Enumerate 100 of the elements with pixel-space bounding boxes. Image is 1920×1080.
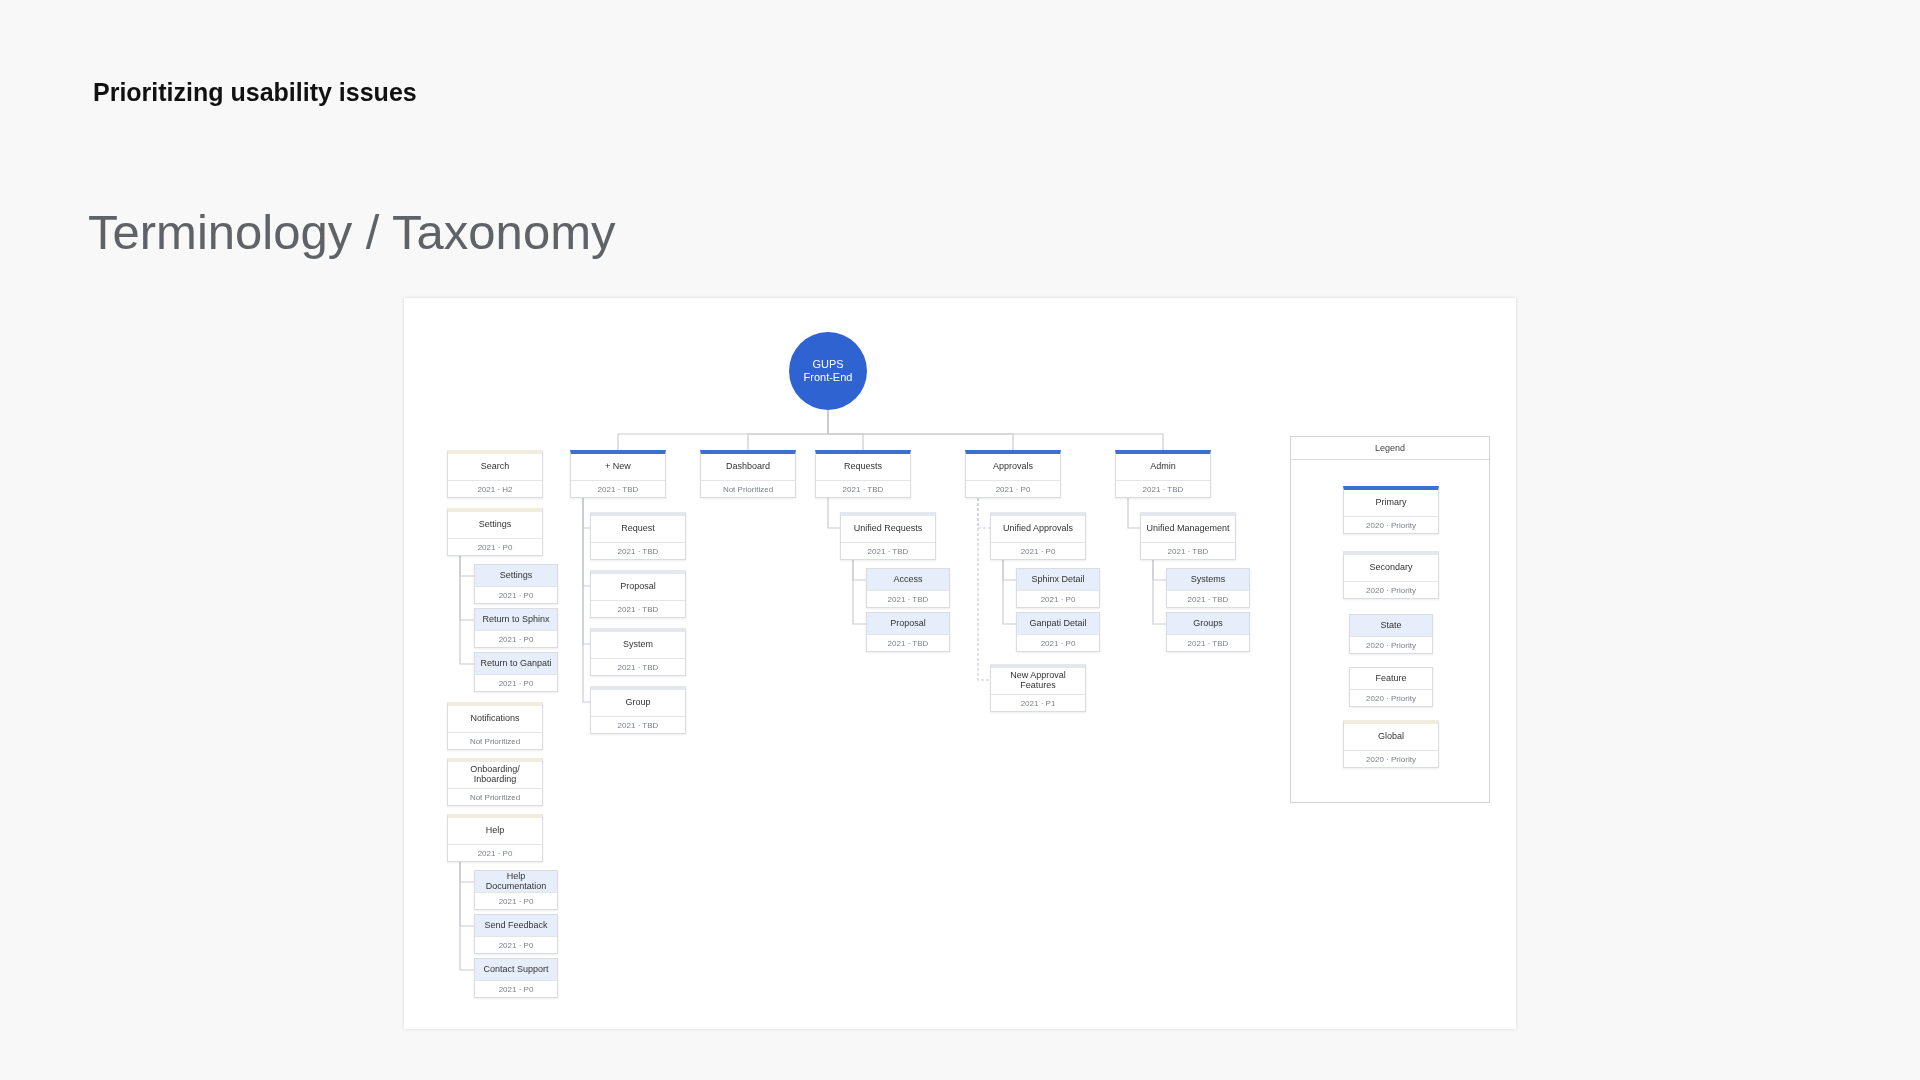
global-card — [1343, 720, 1439, 768]
card-title: New Approval Features — [991, 668, 1085, 694]
card-title: Unified Management — [1141, 516, 1235, 542]
primary-card — [965, 450, 1061, 498]
card-title: Unified Requests — [841, 516, 935, 542]
secondary-card — [990, 512, 1086, 560]
card-subtitle: 2020 · Priority — [1350, 636, 1432, 653]
card-title: Return to Ganpati — [475, 653, 557, 674]
state-card — [1166, 612, 1250, 652]
slide-title: Terminology / Taxonomy — [88, 204, 616, 260]
state-card — [1349, 614, 1433, 654]
card-subtitle: 2021 · TBD — [1167, 634, 1249, 651]
card-title: Dashboard — [701, 454, 795, 480]
card-subtitle: 2020 · Priority — [1344, 581, 1438, 598]
connector-line — [1152, 559, 1167, 625]
card-subtitle: 2021 · P0 — [475, 630, 557, 647]
legend-panel — [1290, 436, 1490, 803]
card-title: Approvals — [966, 454, 1060, 480]
primary-card — [700, 450, 796, 498]
connector-line — [977, 497, 991, 681]
state-card — [1166, 568, 1250, 608]
card-title: Global — [1344, 724, 1438, 750]
card-title: Primary — [1344, 490, 1438, 516]
card-title: Proposal — [591, 574, 685, 600]
card-title: Notifications — [448, 706, 542, 732]
state-card — [866, 568, 950, 608]
card-title: Send Feedback — [475, 915, 557, 936]
card-subtitle: 2020 · Priority — [1350, 689, 1432, 706]
primary-card — [1343, 486, 1439, 534]
secondary-card — [840, 512, 936, 560]
card-subtitle: 2021 · P0 — [475, 674, 557, 691]
card-title: Return to Sphinx — [475, 609, 557, 630]
card-title: Admin — [1116, 454, 1210, 480]
state-card — [474, 870, 558, 910]
card-subtitle: 2021 · P1 — [991, 694, 1085, 711]
card-subtitle: 2020 · Priority — [1344, 750, 1438, 767]
card-subtitle: 2021 · TBD — [1116, 480, 1210, 497]
state-card — [1016, 568, 1100, 608]
connector-line — [1002, 559, 1017, 625]
primary-card — [815, 450, 911, 498]
card-subtitle: 2021 · P0 — [1017, 590, 1099, 607]
state-card — [474, 564, 558, 604]
state-card — [474, 958, 558, 998]
slide-heading: Prioritizing usability issues — [93, 78, 417, 107]
card-title: Contact Support — [475, 959, 557, 980]
primary-card — [570, 450, 666, 498]
card-subtitle: 2021 · P0 — [475, 936, 557, 953]
card-title: + New — [571, 454, 665, 480]
card-subtitle: 2021 · TBD — [591, 658, 685, 675]
card-title: Unified Approvals — [991, 516, 1085, 542]
card-subtitle: 2021 · P0 — [448, 538, 542, 555]
card-subtitle: 2021 · P0 — [475, 980, 557, 997]
card-title: Help — [448, 818, 542, 844]
card-subtitle: 2021 · P0 — [448, 844, 542, 861]
card-subtitle: 2021 · TBD — [591, 542, 685, 559]
card-subtitle: Not Prioritized — [701, 480, 795, 497]
card-title: Settings — [448, 512, 542, 538]
card-title: Request — [591, 516, 685, 542]
connector-line — [582, 497, 591, 703]
card-title: Requests — [816, 454, 910, 480]
card-subtitle: 2021 · TBD — [1167, 590, 1249, 607]
state-card — [474, 608, 558, 648]
card-subtitle: 2021 · TBD — [841, 542, 935, 559]
card-subtitle: Not Prioritized — [448, 732, 542, 749]
secondary-card — [990, 664, 1086, 712]
card-title: System — [591, 632, 685, 658]
card-title: State — [1350, 615, 1432, 636]
card-subtitle: 2021 · TBD — [571, 480, 665, 497]
state-card — [866, 612, 950, 652]
card-subtitle: 2021 · P0 — [966, 480, 1060, 497]
secondary-card — [590, 512, 686, 560]
card-title: Proposal — [867, 613, 949, 634]
connector-line — [1127, 497, 1141, 529]
connector-line — [852, 559, 867, 625]
card-subtitle: 2021 · TBD — [591, 716, 685, 733]
card-subtitle: 2021 · TBD — [867, 590, 949, 607]
card-title: Ganpati Detail — [1017, 613, 1099, 634]
state-card — [1016, 612, 1100, 652]
global-card — [447, 508, 543, 556]
secondary-card — [590, 686, 686, 734]
card-subtitle: 2021 · H2 — [448, 480, 542, 497]
connector-line — [459, 555, 475, 665]
card-title: Help Documentation — [475, 871, 557, 892]
card-title: Systems — [1167, 569, 1249, 590]
global-card — [447, 450, 543, 498]
card-title: Settings — [475, 565, 557, 586]
card-subtitle: 2021 · TBD — [1141, 542, 1235, 559]
connector-line — [459, 861, 475, 971]
card-title: Onboarding/ Inboarding — [448, 762, 542, 788]
card-title: Feature — [1350, 668, 1432, 689]
legend-heading: Legend — [1291, 437, 1489, 460]
primary-card — [1115, 450, 1211, 498]
state-card — [474, 652, 558, 692]
feature-card — [1349, 667, 1433, 707]
global-card — [447, 814, 543, 862]
card-subtitle: 2021 · P0 — [1017, 634, 1099, 651]
card-subtitle: 2020 · Priority — [1344, 516, 1438, 533]
secondary-card — [590, 628, 686, 676]
card-subtitle: 2021 · TBD — [591, 600, 685, 617]
card-title: Access — [867, 569, 949, 590]
